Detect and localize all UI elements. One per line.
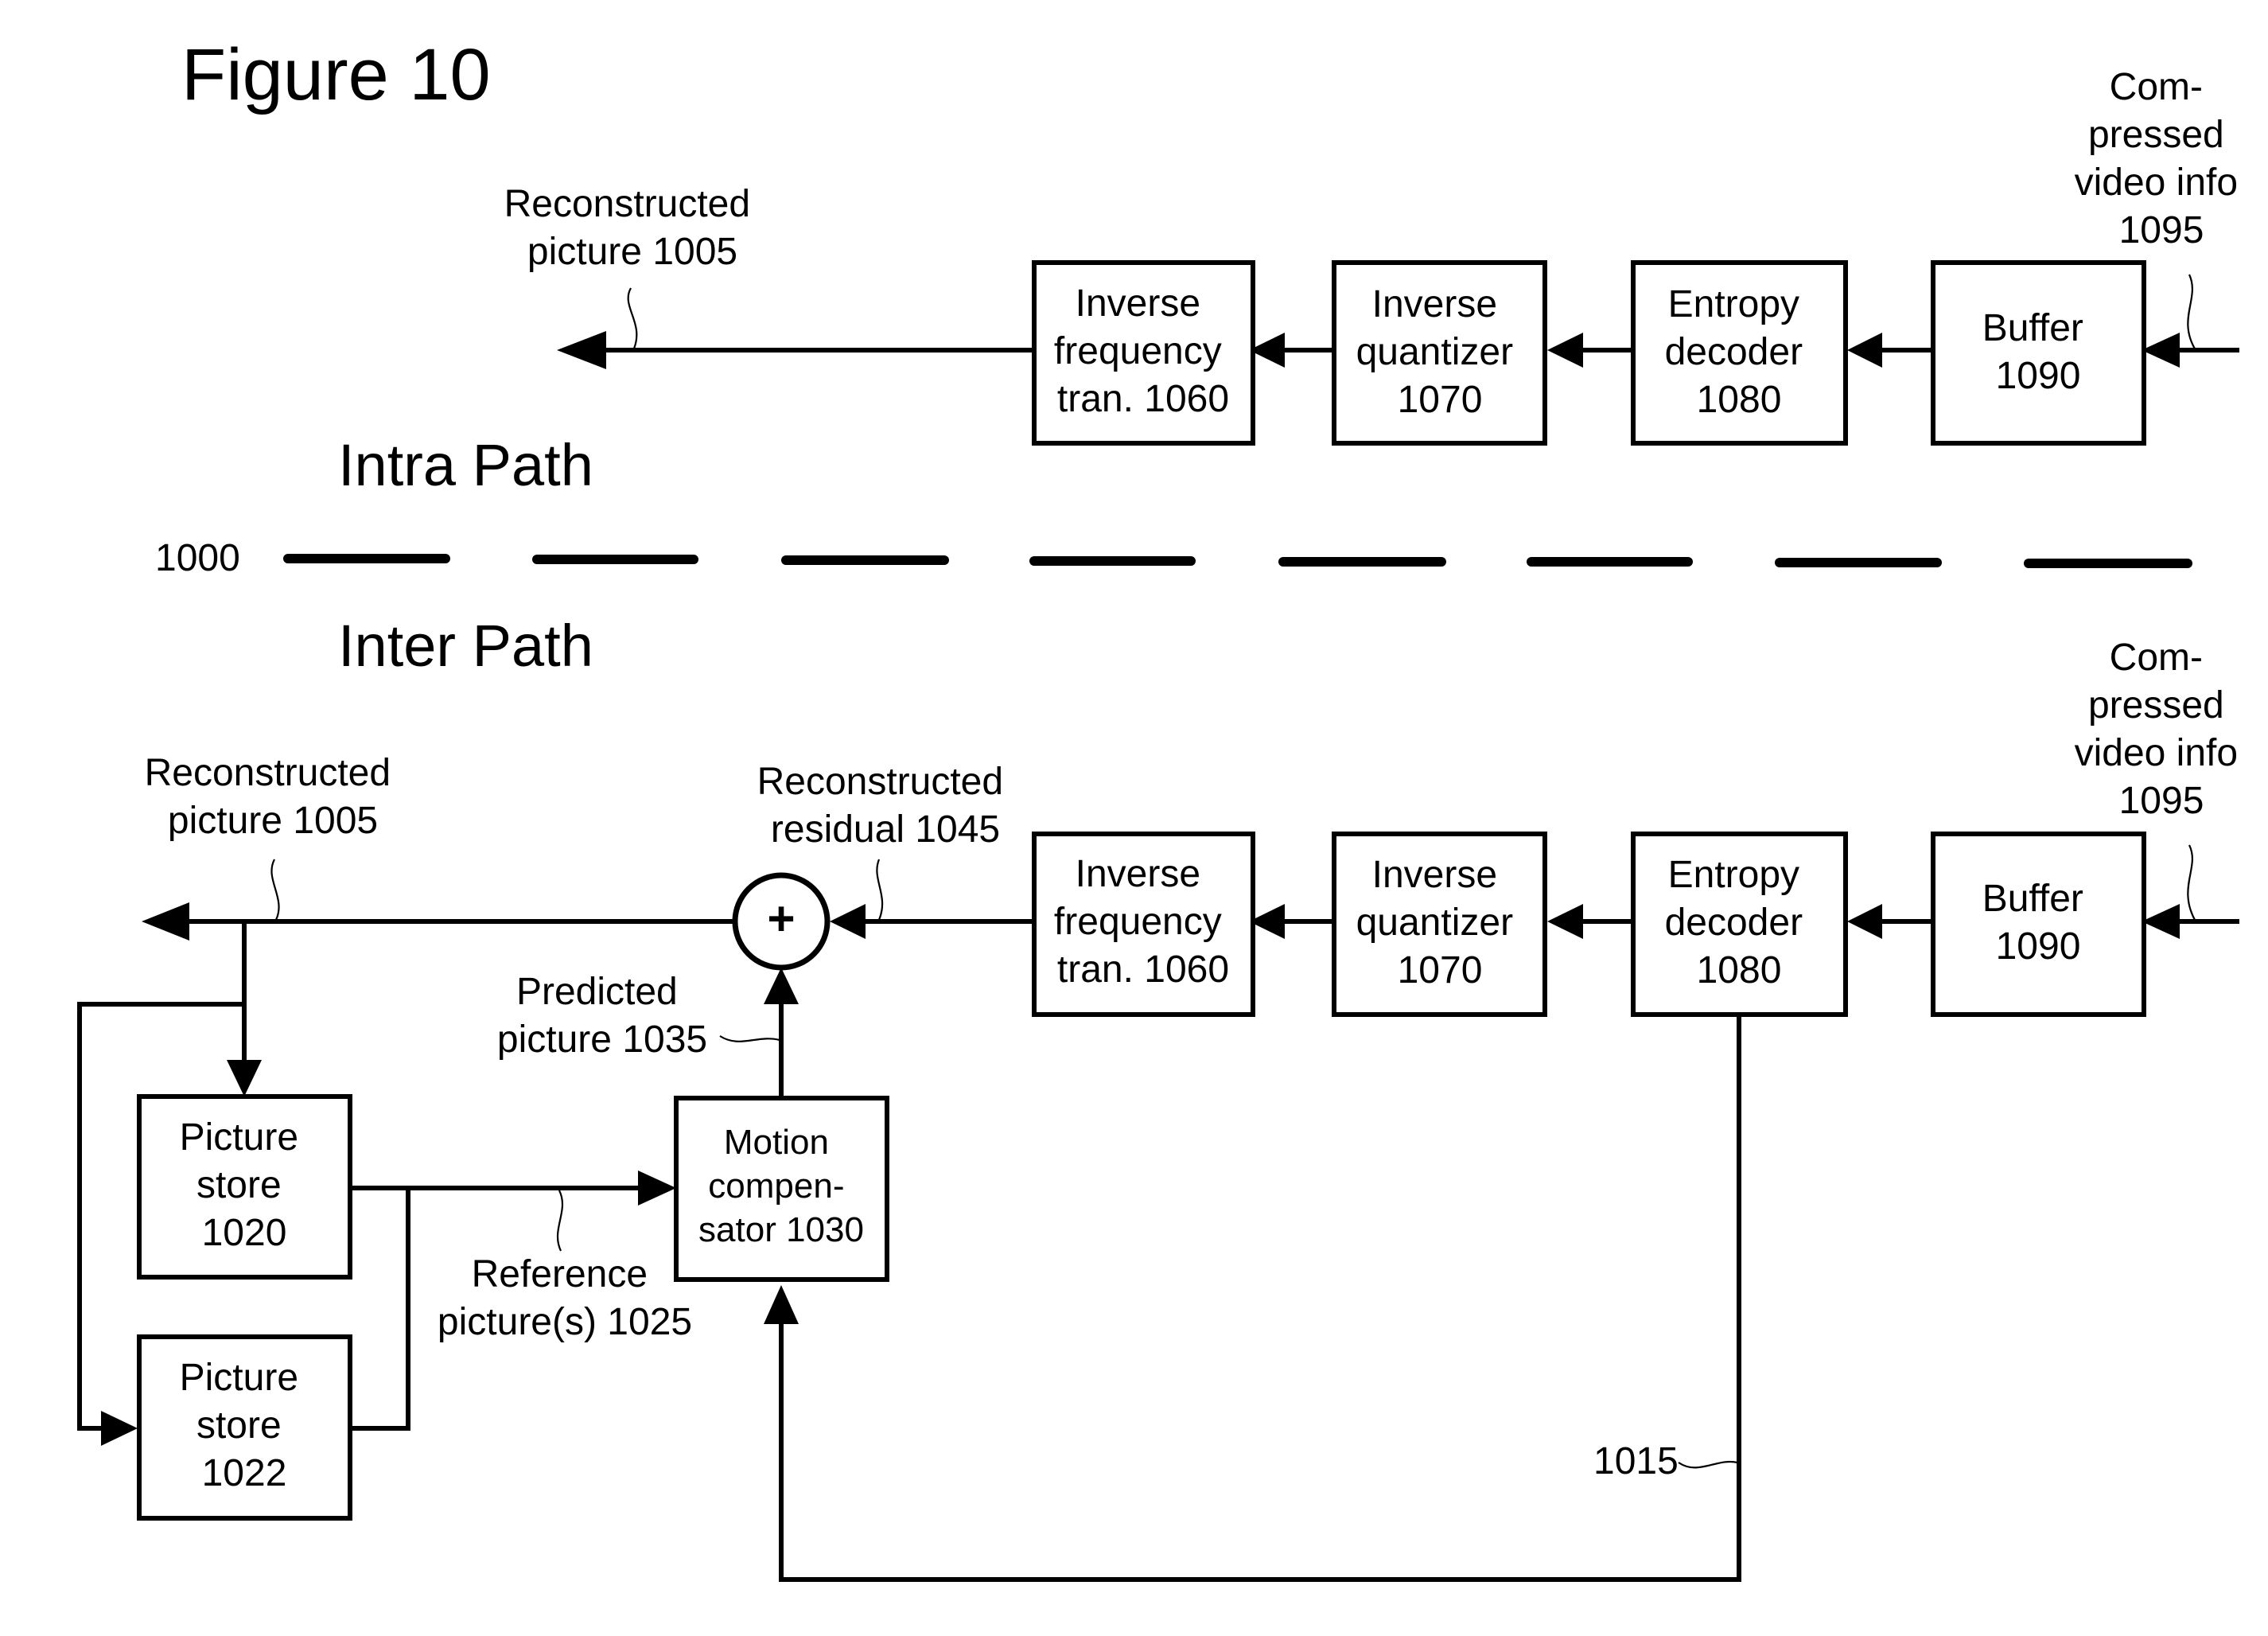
svg-text:Inverse frequency: Inverse frequency tran. 1060 — [1054, 853, 1232, 991]
intra-entropy-decoder-block: Entropy decoder 1080 — [1633, 263, 1846, 443]
figure-title: Figure 10 — [181, 34, 491, 115]
residual-leader — [877, 859, 882, 920]
inter-input-arrowhead — [2142, 904, 2180, 939]
side-info-arrowhead — [764, 1285, 799, 1324]
intra-output-arrowhead — [557, 331, 606, 369]
adder-symbol: + — [767, 892, 795, 945]
inter-path-title: Inter Path — [338, 613, 593, 679]
side-info-label: 1015 — [1593, 1440, 1679, 1482]
inter-inverse-frequency-block: Inverse frequency tran. 1060 — [1034, 834, 1253, 1015]
inter-inverse-quantizer-block: Inverse quantizer 1070 — [1334, 834, 1545, 1015]
intra-input-arrowhead — [2142, 333, 2180, 368]
decoder-ref-label: 1000 — [155, 537, 240, 579]
inter-input-leader — [2188, 845, 2196, 921]
inter-buffer-block: Buffer 1090 — [1933, 834, 2144, 1015]
predicted-label: Predicted picture 1035 — [497, 971, 707, 1061]
intra-inverse-quantizer-block: Inverse quantizer 1070 — [1334, 263, 1545, 443]
motion-compensator-block: Motion compen- sator 1030 — [676, 1098, 887, 1280]
intra-input-label: Com- pressed video info 1095 — [2075, 66, 2249, 251]
residual-arrowhead — [830, 904, 866, 939]
intra-inverse-frequency-block: Inverse frequency tran. 1060 — [1034, 263, 1253, 443]
intra-buffer-block: Buffer 1090 — [1933, 263, 2144, 443]
reference-wire-store-b — [350, 1188, 408, 1428]
predicted-leader — [720, 1036, 780, 1042]
store-loop-arrowhead — [101, 1411, 138, 1446]
inter-arrowhead-entropy — [1847, 904, 1882, 939]
side-info-wire — [781, 1015, 1739, 1580]
intra-arrowhead-quantizer — [1547, 333, 1583, 368]
residual-label: Reconstructed residual 1045 — [757, 761, 1014, 851]
inter-input-label: Com- pressed video info 1095 — [2075, 637, 2249, 822]
inter-output-label: Reconstructed picture 1005 — [145, 752, 402, 842]
inter-output-leader — [271, 859, 278, 920]
predicted-arrowhead — [764, 968, 799, 1004]
reference-arrowhead — [638, 1171, 676, 1206]
inter-path: Inter Path Com- pressed video info 1095 … — [80, 613, 2248, 1580]
inter-entropy-decoder-block: Entropy decoder 1080 — [1633, 834, 1846, 1015]
intra-arrowhead-entropy — [1847, 333, 1882, 368]
path-divider: 1000 — [155, 537, 2188, 579]
adder: + — [735, 875, 827, 968]
reference-leader — [558, 1190, 562, 1251]
store-feed-arrowhead — [227, 1060, 262, 1097]
inter-arrowhead-quantizer — [1547, 904, 1583, 939]
intra-input-leader — [2188, 275, 2196, 350]
intra-path-title: Intra Path — [338, 432, 593, 498]
inter-output-arrowhead — [142, 902, 189, 941]
side-info-leader — [1679, 1462, 1737, 1467]
intra-output-leader — [628, 288, 637, 349]
reference-label: Reference picture(s) 1025 — [438, 1253, 692, 1343]
intra-output-label: Reconstructed picture 1005 — [504, 183, 761, 273]
picture-store-1020-block: Picture store 1020 — [139, 1097, 350, 1277]
svg-text:Inverse frequency: Inverse frequency tran. 1060 — [1054, 282, 1232, 420]
picture-store-1022-block: Picture store 1022 — [139, 1337, 350, 1518]
intra-path: Com- pressed video info 1095 Buffer 1090… — [338, 66, 2248, 498]
